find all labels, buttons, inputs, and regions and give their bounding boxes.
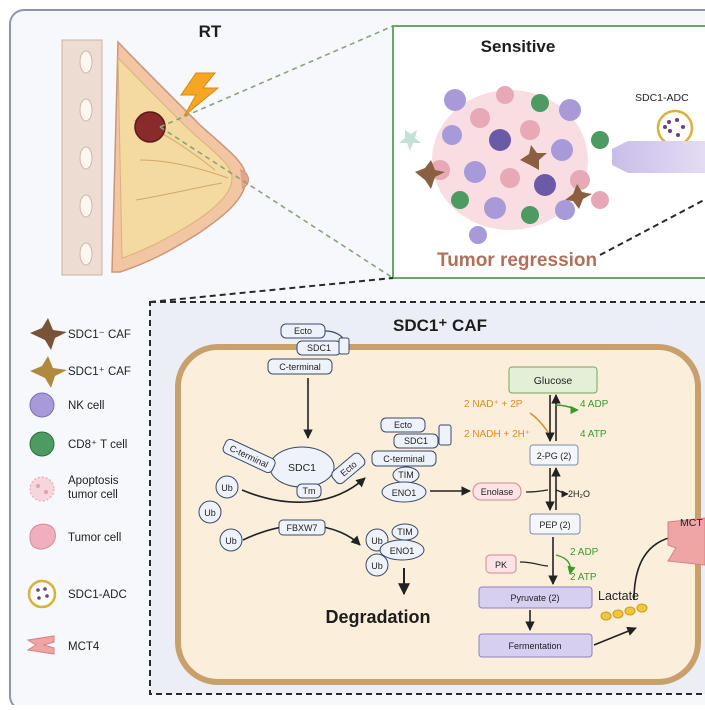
- mct-label: MCT: [680, 517, 703, 529]
- nad-label: 2 NAD⁺ + 2P: [464, 399, 523, 410]
- svg-text:Ecto: Ecto: [294, 326, 312, 336]
- svg-text:ENO1: ENO1: [390, 546, 415, 556]
- pg2-label: 2-PG (2): [537, 451, 572, 461]
- enolase-label: Enolase: [481, 487, 514, 497]
- degradation-label: Degradation: [325, 607, 430, 627]
- adc-label: SDC1-ADC: [635, 92, 689, 104]
- zoom-line-bottom: [159, 126, 394, 279]
- atp-top-label: 4 ATP: [580, 429, 607, 440]
- enolase-link: [525, 489, 549, 493]
- tumor-mass-icon: [134, 111, 166, 143]
- pep-label: PEP (2): [539, 520, 570, 530]
- radiation-bolt-icon: [180, 72, 220, 117]
- arrow-water: [555, 489, 569, 498]
- legend: SDC1⁻ CAF SDC1⁺ CAF NK cell CD8⁺ T cell …: [26, 318, 131, 655]
- fbxw7-label: FBXW7: [286, 523, 317, 533]
- pyruvate-box: [478, 586, 593, 609]
- pg2-box: [529, 444, 579, 466]
- svg-text:SDC1: SDC1: [404, 436, 428, 446]
- breast-illustration: [61, 39, 249, 276]
- panel-title: SDC1⁺ CAF: [393, 316, 487, 335]
- water-label: 2H₂O: [568, 489, 590, 499]
- svg-text:MCT4: MCT4: [68, 641, 100, 653]
- svg-text:C-terminal: C-terminal: [279, 362, 321, 372]
- svg-text:Ub: Ub: [371, 561, 383, 571]
- fermentation-box: [478, 633, 593, 658]
- svg-text:Ub: Ub: [204, 508, 216, 518]
- svg-text:Ub: Ub: [225, 536, 237, 546]
- rt-title: RT: [199, 22, 222, 41]
- svg-text:Ub: Ub: [371, 536, 383, 546]
- pyruvate-label: Pyruvate (2): [510, 593, 559, 603]
- mct-transporter-icon: [667, 517, 705, 566]
- svg-text:TIM: TIM: [397, 527, 413, 537]
- svg-text:SDC1: SDC1: [307, 343, 331, 353]
- zoom-line-top: [159, 25, 394, 128]
- zoom-line-panel-right: [599, 198, 705, 256]
- svg-text:C-terminal: C-terminal: [383, 454, 425, 464]
- pk-link: [519, 561, 549, 567]
- svg-text:SDC1⁺ CAF: SDC1⁺ CAF: [68, 366, 131, 378]
- arrow-adp-atp-top: [554, 404, 579, 415]
- svg-text:SDC1⁻ CAF: SDC1⁻ CAF: [68, 329, 131, 341]
- sensitive-title: Sensitive: [481, 37, 556, 56]
- arrow-adp-atp-bottom: [555, 554, 576, 575]
- glucose-label: Glucose: [534, 375, 573, 387]
- glucose-box: [508, 366, 598, 394]
- tumor-microenvironment-cluster: [399, 86, 609, 244]
- adp-top-label: 4 ADP: [580, 399, 609, 410]
- svg-text:TIM: TIM: [398, 470, 414, 480]
- lactate-label: Lactate: [598, 589, 639, 603]
- svg-text:SDC1-ADC: SDC1-ADC: [68, 589, 127, 601]
- svg-text:Tumor cell: Tumor cell: [68, 532, 121, 544]
- legend-item-sdc1-positive-caf: SDC1⁺ CAF: [30, 356, 131, 388]
- adp-bottom-label: 2 ADP: [570, 547, 599, 558]
- sdc1-eno1-complex: Ecto SDC1 C-terminal TIM ENO1: [371, 417, 452, 503]
- svg-text:CD8⁺ T cell: CD8⁺ T cell: [68, 439, 127, 451]
- pk-label: PK: [495, 560, 507, 570]
- svg-text:Apoptosis: Apoptosis: [68, 475, 119, 487]
- caf-cell: [175, 344, 701, 685]
- legend-item-cd8-t-cell: CD8⁺ T cell: [29, 431, 127, 457]
- membrane-sdc1-top: Ecto SDC1 C-terminal: [267, 323, 350, 375]
- pk-box: [485, 554, 517, 574]
- svg-text:tumor cell: tumor cell: [68, 489, 118, 501]
- arrow-fermentation-to-lactate: [593, 626, 637, 646]
- arrow-nad: [529, 412, 549, 433]
- svg-text:Ub: Ub: [221, 483, 233, 493]
- legend-item-nk-cell: NK cell: [29, 392, 104, 418]
- svg-text:Ecto: Ecto: [394, 420, 412, 430]
- legend-item-sdc1-adc: SDC1-ADC: [27, 579, 127, 609]
- legend-item-apoptosis-tumor-cell: Apoptosis tumor cell: [29, 475, 119, 502]
- adc-treatment-arrow: [612, 141, 705, 173]
- arrow-sdc1-to-eno: [241, 477, 366, 503]
- tumor-regression-label: Tumor regression: [437, 250, 597, 271]
- legend-item-tumor-cell: Tumor cell: [29, 523, 121, 550]
- svg-text:Tm: Tm: [303, 486, 316, 496]
- atp-bottom-label: 2 ATP: [570, 572, 597, 583]
- adc-particle-icon: [656, 109, 694, 147]
- fbxw7-box: [278, 519, 326, 536]
- svg-text:ENO1: ENO1: [392, 488, 417, 498]
- svg-text:SDC1: SDC1: [288, 462, 316, 474]
- lactate-molecules-icon: [600, 603, 648, 621]
- ub-eno1-degradation-complex: Ub Ub TIM ENO1: [365, 523, 425, 577]
- enolase-box: [472, 482, 522, 501]
- pep-box: [529, 513, 581, 535]
- zoom-line-panel-left: [149, 277, 394, 303]
- legend-item-sdc1-negative-caf: SDC1⁻ CAF: [30, 318, 131, 350]
- fermentation-label: Fermentation: [508, 641, 561, 651]
- legend-item-mct4: MCT4: [26, 635, 100, 655]
- svg-text:NK cell: NK cell: [68, 400, 104, 412]
- nadh-label: 2 NADH + 2H⁺: [464, 429, 530, 440]
